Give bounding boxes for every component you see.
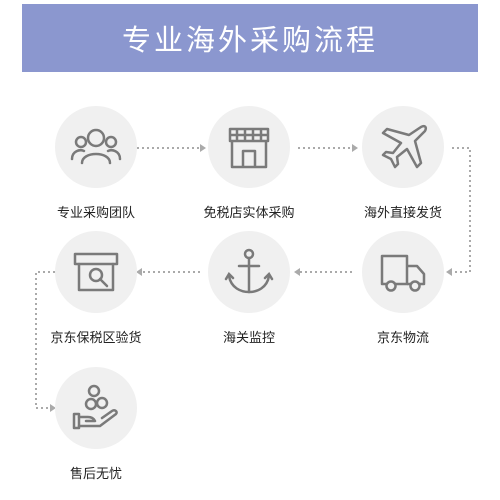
header-banner: 专业海外采购流程: [22, 4, 478, 72]
page-title: 专业海外采购流程: [121, 23, 378, 57]
step-jd-logistics: 京东物流: [343, 231, 463, 346]
step-label: 京东物流: [376, 331, 429, 346]
store-icon: [228, 127, 270, 169]
step-icon-circle: [362, 231, 444, 313]
step-icon-circle: [208, 231, 290, 313]
team-icon: [70, 128, 122, 165]
step-bonded-inspection: 京东保税区验货: [36, 231, 156, 346]
step-label: 京东保税区验货: [50, 331, 142, 346]
step-label: 海关监控: [222, 331, 275, 346]
step-professional-team: 专业采购团队: [36, 106, 156, 221]
truck-icon: [380, 254, 426, 292]
step-customs-monitoring: 海关监控: [189, 231, 309, 346]
step-icon-circle: [208, 106, 290, 188]
step-label: 免税店实体采购: [203, 206, 295, 221]
step-icon-circle: [55, 231, 137, 313]
step-label: 售后无忧: [69, 467, 122, 482]
step-label: 海外直接发货: [363, 206, 442, 221]
anchor-icon: [224, 248, 274, 294]
step-icon-circle: [55, 367, 137, 449]
step-icon-circle: [362, 106, 444, 188]
step-overseas-shipping: 海外直接发货: [343, 106, 463, 221]
step-icon-circle: [55, 106, 137, 188]
step-after-sales: 售后无忧: [36, 367, 156, 482]
airplane-icon: [381, 124, 428, 169]
step-label: 专业采购团队: [56, 206, 135, 221]
inspection-box-icon: [73, 252, 119, 292]
step-duty-free-purchase: 免税店实体采购: [189, 106, 309, 221]
hand-coins-icon: [72, 384, 118, 430]
